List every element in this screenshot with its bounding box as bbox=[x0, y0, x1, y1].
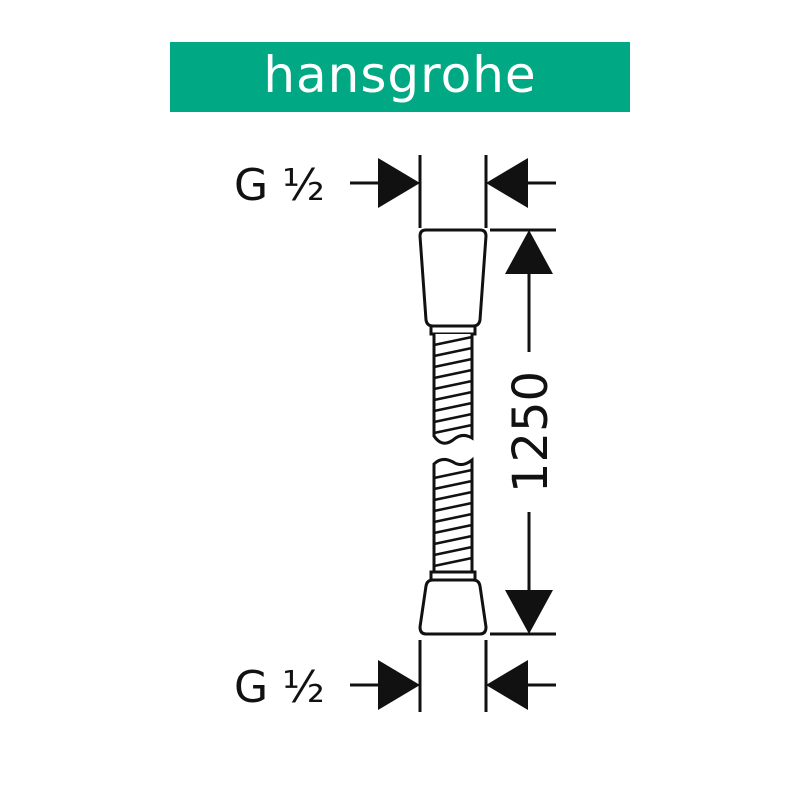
top-thread-dimension: G ½ bbox=[234, 155, 556, 228]
length-bottom-arrowhead bbox=[505, 590, 553, 634]
upper-hose-windings bbox=[433, 335, 473, 435]
bottom-thread-dimension: G ½ bbox=[234, 640, 556, 713]
bottom-nut bbox=[418, 578, 488, 636]
brand-logo: hansgrohe bbox=[170, 42, 630, 112]
top-thread-label: G ½ bbox=[234, 160, 325, 211]
logo-background bbox=[170, 42, 630, 112]
bottom-thread-label: G ½ bbox=[234, 662, 325, 713]
length-label: 1250 bbox=[503, 371, 559, 493]
top-right-arrowhead bbox=[486, 158, 528, 208]
top-ferrule bbox=[429, 324, 477, 336]
top-left-arrowhead bbox=[378, 158, 420, 208]
lower-hose-windings bbox=[433, 468, 473, 568]
shower-hose bbox=[418, 228, 488, 636]
top-nut bbox=[418, 228, 488, 328]
length-top-arrowhead bbox=[505, 230, 553, 274]
bottom-left-arrowhead bbox=[378, 660, 420, 710]
logo-text: hansgrohe bbox=[263, 46, 536, 104]
length-dimension: 1250 bbox=[490, 228, 559, 636]
bottom-right-arrowhead bbox=[486, 660, 528, 710]
